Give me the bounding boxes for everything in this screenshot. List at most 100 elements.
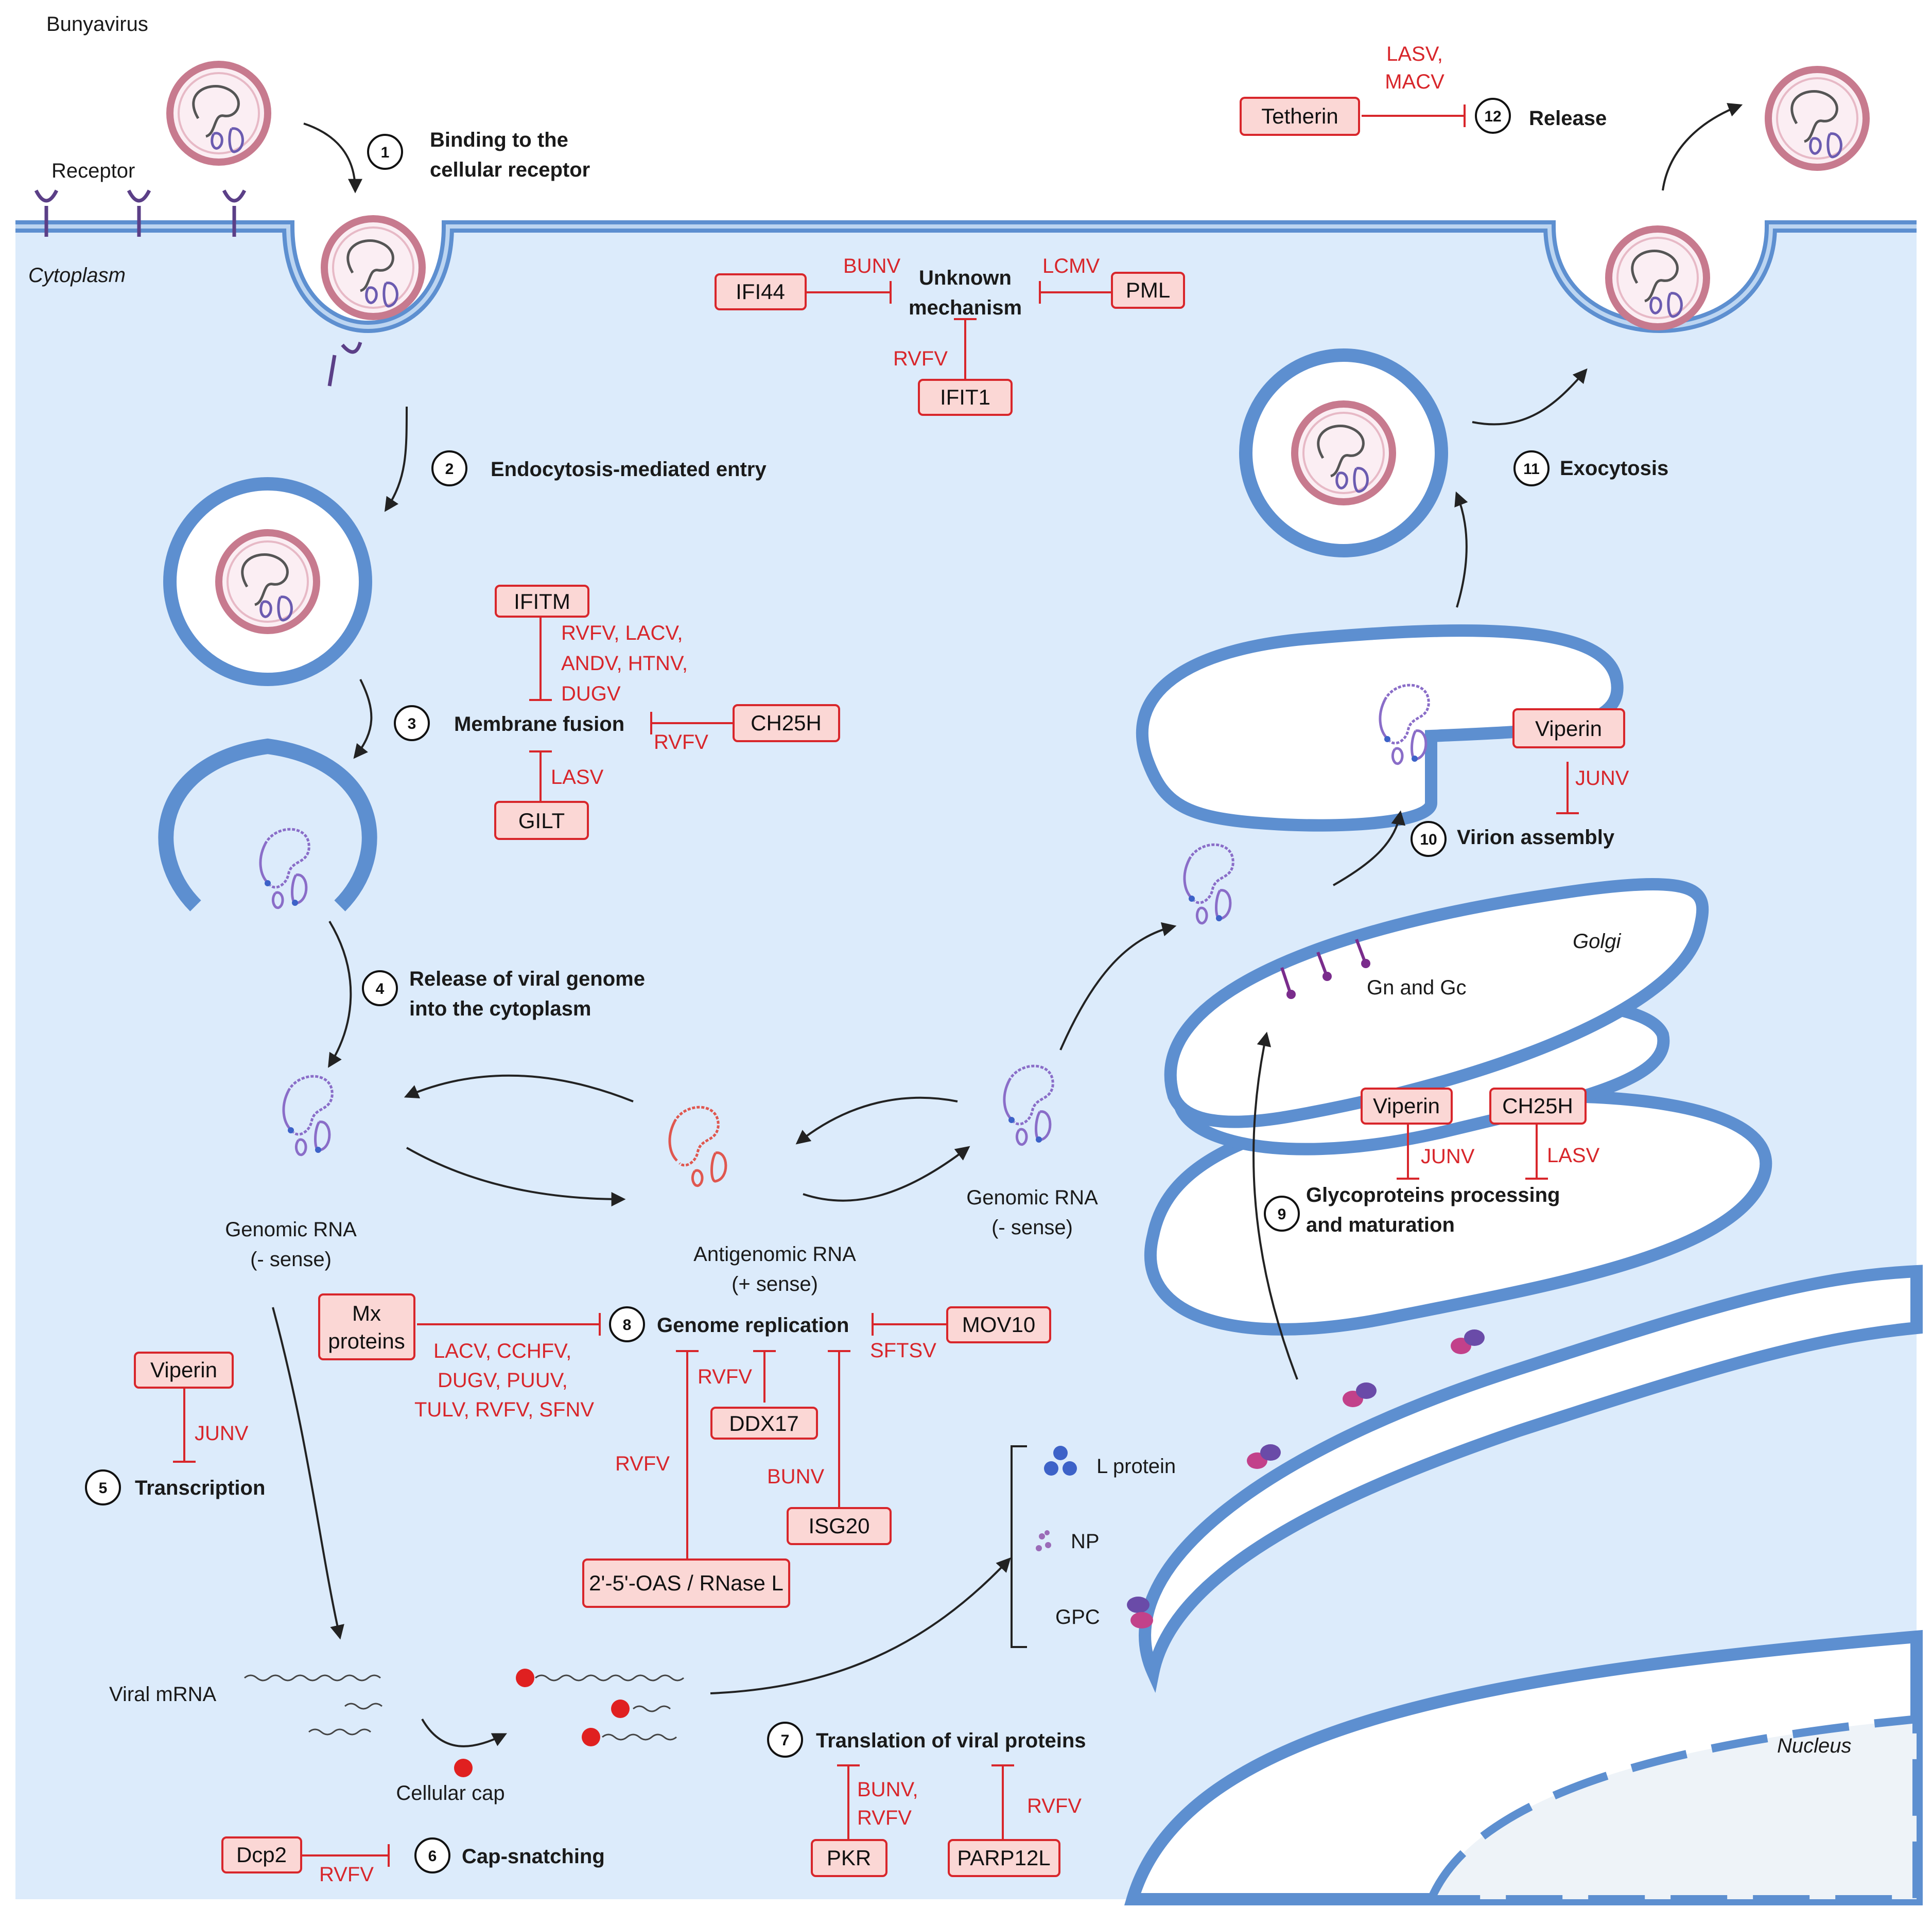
factor-pkr: PKR (811, 1839, 887, 1877)
svg-text:12: 12 (1484, 108, 1501, 125)
svg-text:PKR: PKR (827, 1846, 871, 1870)
factor-ifit1: IFIT1 (918, 379, 1013, 416)
virion-free (170, 64, 268, 162)
receptor-icon (327, 341, 362, 387)
svg-text:GILT: GILT (518, 809, 565, 833)
l-protein-icon (1044, 1446, 1077, 1476)
svg-text:IFI44: IFI44 (736, 279, 785, 304)
step-4-label-line2: into the cytoplasm (409, 997, 591, 1020)
virus-bunv-isg20: BUNV (767, 1465, 824, 1488)
cellular-cap-label: Cellular cap (396, 1782, 504, 1805)
svg-text:Viperin: Viperin (1373, 1094, 1440, 1118)
receptor-icon (222, 189, 247, 237)
virus-mx-line3: TULV, RVFV, SFNV (414, 1398, 594, 1421)
factor-isg20: ISG20 (787, 1507, 892, 1545)
svg-text:PML: PML (1126, 278, 1170, 302)
svg-text:Dcp2: Dcp2 (236, 1843, 287, 1867)
antigenomic-rna (668, 1106, 727, 1187)
svg-text:6: 6 (428, 1848, 437, 1865)
receptor-icon (34, 189, 59, 237)
factor-dcp2: Dcp2 (221, 1836, 302, 1873)
svg-text:1: 1 (381, 144, 390, 161)
antigenomic-rna-label-line1: Antigenomic RNA (693, 1243, 856, 1266)
virus-rvfv-ddx17: RVFV (698, 1365, 752, 1388)
virus-pkr-line1: BUNV, (857, 1778, 918, 1801)
step-11-label: Exocytosis (1560, 457, 1668, 480)
factor-viperin-assembly: Viperin (1512, 708, 1625, 748)
factor-tetherin: Tetherin (1240, 97, 1360, 136)
genomic-rna-2-label-line2: (- sense) (991, 1216, 1073, 1239)
factor-gilt: GILT (494, 801, 589, 840)
receptors (34, 189, 362, 387)
svg-text:Viperin: Viperin (150, 1358, 217, 1382)
svg-text:8: 8 (623, 1317, 632, 1334)
np-icon (1036, 1530, 1051, 1551)
virus-lcmv: LCMV (1042, 255, 1100, 277)
factor-ifi44: IFI44 (715, 273, 807, 310)
virus-rvfv-ifit1: RVFV (893, 347, 948, 370)
virus-lasv-gilt: LASV (551, 766, 604, 789)
virion-released (1768, 69, 1866, 167)
exocytosis-vesicle (1239, 348, 1448, 557)
step-10-label: Virion assembly (1457, 826, 1615, 849)
step-1-label-line2: cellular receptor (430, 159, 590, 181)
factor-viperin-transcription: Viperin (134, 1352, 234, 1389)
svg-text:2: 2 (445, 461, 454, 478)
step-6-label: Cap-snatching (462, 1845, 605, 1868)
factor-viperin-glyco: Viperin (1361, 1088, 1453, 1125)
svg-text:3: 3 (408, 715, 416, 732)
protein-legend-bracket (1011, 1445, 1027, 1648)
svg-text:Tetherin: Tetherin (1261, 104, 1338, 128)
svg-text:9: 9 (1278, 1206, 1286, 1223)
virus-mx-line1: LACV, CCHFV, (433, 1340, 571, 1362)
step-marker-3: 3 (394, 705, 430, 741)
l-protein-label: L protein (1096, 1455, 1176, 1478)
step-marker-12: 12 (1475, 98, 1511, 134)
np-label: NP (1071, 1530, 1100, 1553)
nucleus-label: Nucleus (1777, 1735, 1852, 1757)
step-labels: Binding to the cellular receptor Endocyt… (135, 107, 1668, 1868)
factor-parp12l: PARP12L (948, 1839, 1060, 1877)
virus-lasv-glyco: LASV (1547, 1144, 1600, 1167)
virion-binding (324, 219, 422, 317)
genomic-rna-1-label-line2: (- sense) (250, 1248, 332, 1271)
virus-pkr-line2: RVFV (857, 1807, 912, 1829)
virus-junv-transcription: JUNV (195, 1422, 249, 1445)
step-marker-2: 2 (431, 450, 467, 486)
gpc-glycoproteins (1127, 1329, 1485, 1628)
virus-rvfv-dcp2: RVFV (319, 1863, 374, 1886)
svg-text:5: 5 (99, 1480, 108, 1497)
structure-labels: Bunyavirus Receptor Cytoplasm Golgi Nucl… (28, 13, 1852, 1805)
virus-sftsv: SFTSV (870, 1339, 936, 1362)
step-marker-5: 5 (85, 1469, 121, 1505)
step-4-label-line1: Release of viral genome (409, 968, 645, 990)
step-marker-1: 1 (367, 134, 403, 170)
step-marker-7: 7 (767, 1722, 803, 1758)
viral-mrna-strands (244, 1674, 684, 1741)
virus-rvfv-ch25h: RVFV (654, 731, 708, 754)
step-9-label-line2: and maturation (1306, 1214, 1455, 1236)
antigenomic-rna-label-line2: (+ sense) (732, 1273, 818, 1295)
fused-endosome (158, 738, 377, 912)
flow-arrows (272, 103, 1743, 1747)
svg-text:proteins: proteins (328, 1329, 405, 1353)
virus-bunv-ifi44: BUNV (843, 255, 900, 277)
virus-ifitm-line2: ANDV, HTNV, (561, 652, 688, 675)
step-9-label-line1: Glycoproteins processing (1306, 1184, 1560, 1206)
virus-lasv-macv-line1: LASV, (1386, 43, 1443, 65)
step-marker-11: 11 (1513, 450, 1550, 486)
svg-text:Viperin: Viperin (1535, 716, 1602, 741)
bunyavirus-label: Bunyavirus (46, 13, 148, 36)
svg-text:CH25H: CH25H (1502, 1094, 1573, 1118)
endosome-virion (163, 477, 372, 686)
gn-gc-spikes (1280, 938, 1370, 999)
factor-ifitm: IFITM (495, 585, 589, 618)
inhibition-lines (173, 104, 1579, 1867)
virus-labels: LASV, MACV BUNV LCMV RVFV RVFV, LACV, AN… (195, 43, 1629, 1886)
svg-text:IFIT1: IFIT1 (940, 385, 990, 409)
step-3-label: Membrane fusion (454, 713, 624, 735)
svg-text:10: 10 (1420, 831, 1437, 848)
nucleus (1124, 1630, 1923, 1905)
virus-rvfv-oas: RVFV (615, 1452, 670, 1475)
